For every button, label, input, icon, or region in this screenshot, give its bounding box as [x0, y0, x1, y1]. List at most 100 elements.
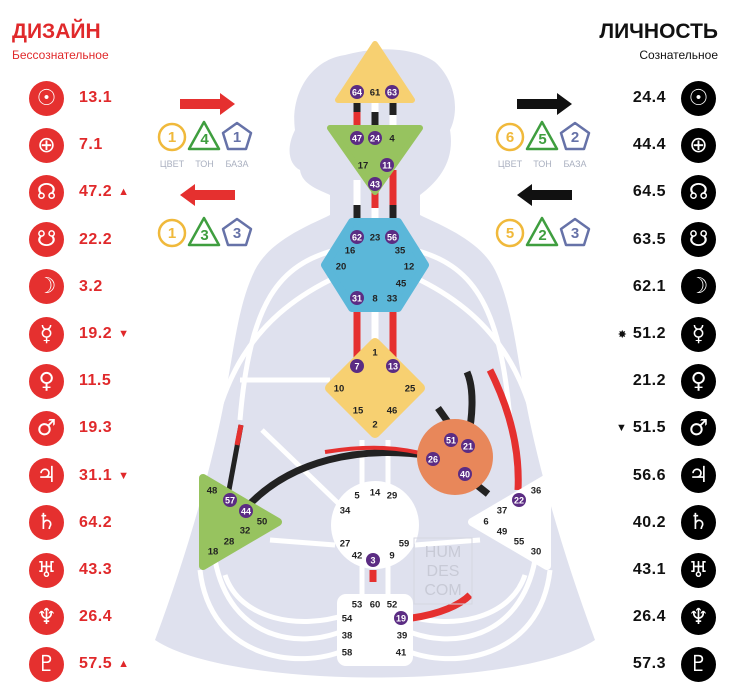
design-subtitle: Бессознательное: [12, 48, 109, 62]
planet-value: 3.2: [79, 277, 103, 295]
heart-center: [417, 419, 493, 495]
planet-value: 43.1: [632, 561, 666, 578]
gate-49: 49: [497, 527, 508, 538]
juxtaposition-icon: ✸: [617, 328, 627, 341]
gate-27: 27: [340, 539, 351, 550]
planet-value: 26.4: [632, 608, 666, 626]
active-gate-marker: [368, 131, 382, 145]
south-node-icon: ☋: [29, 222, 64, 258]
planet-row-north-node: 64.5☊: [633, 174, 716, 210]
south-node-icon: ☋: [681, 222, 716, 258]
gate-12: 12: [404, 262, 415, 273]
tone-badge: [187, 120, 221, 151]
gate-17: 17: [358, 161, 369, 172]
color-label: ЦВЕТ: [160, 159, 185, 169]
planet-value: 63.5: [632, 230, 666, 248]
planet-row-sun: ☉13.1: [29, 80, 112, 116]
planet-value: 22.2: [79, 230, 113, 248]
gate-51: 51: [446, 436, 456, 446]
gate-62: 62: [352, 233, 362, 243]
svg-text:DES: DES: [427, 563, 460, 580]
active-gate-marker: [386, 359, 400, 373]
gate-6: 6: [483, 517, 488, 528]
active-gate-marker: [444, 433, 458, 447]
active-gate-marker: [380, 158, 394, 172]
jupiter-icon: ♃: [681, 458, 716, 494]
gate-14: 14: [370, 488, 381, 499]
saturn-icon: ♄: [29, 505, 64, 541]
planet-row-south-node: ☋ 22.2: [29, 222, 112, 258]
base-badge: [559, 217, 591, 247]
gate-63: 63: [387, 88, 397, 98]
color-badge: [157, 122, 187, 152]
active-gate-marker: [350, 230, 364, 244]
active-gate-marker: [223, 493, 237, 507]
planet-row-sun: 24.4☉: [633, 80, 716, 116]
gate-20: 20: [336, 262, 347, 273]
tone-label: ТОН: [533, 159, 552, 169]
gate-55: 55: [514, 537, 525, 548]
base-label: БАЗА: [225, 159, 248, 169]
planet-row-neptune: ♆26.4: [29, 599, 112, 635]
gate-50: 50: [257, 517, 268, 528]
arrow-right-icon: [180, 93, 235, 115]
active-gate-marker: [426, 452, 440, 466]
throat-center: [321, 218, 429, 312]
gate-5: 5: [354, 491, 360, 502]
planet-value: 31.1: [79, 466, 113, 484]
gate-26: 26: [428, 455, 438, 465]
base-value: 2: [571, 129, 579, 146]
solar-plexus-center: [468, 474, 551, 570]
active-gate-marker: [368, 177, 382, 191]
tone-value: 4: [200, 131, 209, 148]
base-label: БАЗА: [563, 159, 586, 169]
planet-row-moon: ☽ 3.2: [29, 269, 103, 305]
planet-value: 51.5: [632, 419, 666, 437]
gate-52: 52: [387, 600, 398, 611]
tone-value: 5: [538, 131, 546, 148]
planet-value: 21.2: [632, 372, 666, 390]
pluto-icon: ♇: [681, 646, 716, 682]
gate-24: 24: [370, 134, 380, 144]
color-value: 6: [506, 129, 514, 146]
mercury-icon: ☿: [681, 316, 716, 352]
detriment-icon: ▼: [118, 469, 130, 482]
active-gate-marker: [394, 611, 408, 625]
tone-badge: [525, 216, 559, 247]
gate-33: 33: [387, 294, 398, 305]
gate-4: 4: [389, 134, 395, 145]
gate-37: 37: [497, 506, 508, 517]
gate-42: 42: [352, 551, 363, 562]
tone-value: 2: [538, 227, 546, 244]
north-node-icon: ☊: [681, 174, 716, 210]
planet-row-venus: ♀11.5: [29, 363, 111, 399]
gate-21: 21: [463, 442, 473, 452]
color-value: 1: [168, 129, 176, 146]
color-badge: [495, 218, 525, 248]
planet-value: 64.2: [79, 513, 113, 531]
gate-64: 64: [352, 88, 362, 98]
moon-icon: ☽: [681, 269, 716, 305]
planet-row-uranus: 43.1♅: [633, 552, 716, 588]
active-gate-marker: [350, 291, 364, 305]
color-badge: [157, 218, 187, 248]
planet-value: 57.3: [632, 655, 666, 673]
gate-56: 56: [387, 233, 397, 243]
gate-25: 25: [405, 384, 416, 395]
active-gate-marker: [350, 359, 364, 373]
neptune-icon: ♆: [29, 599, 64, 635]
gate-2: 2: [372, 420, 377, 431]
planet-value: 44.4: [632, 136, 666, 154]
planet-value: 19.2: [79, 325, 113, 342]
earth-icon: ⊕: [29, 127, 64, 163]
gate-15: 15: [353, 406, 364, 417]
planet-row-saturn: ♄ 64.2: [29, 505, 112, 541]
planet-row-south-node: 63.5 ☋: [633, 222, 716, 258]
color-badge: [495, 122, 525, 152]
planet-value: 40.2: [632, 513, 666, 531]
base-badge: [221, 121, 253, 151]
gate-23: 23: [370, 233, 381, 244]
moon-icon: ☽: [29, 269, 64, 305]
active-gate-marker: [385, 230, 399, 244]
gate-8: 8: [372, 294, 377, 305]
